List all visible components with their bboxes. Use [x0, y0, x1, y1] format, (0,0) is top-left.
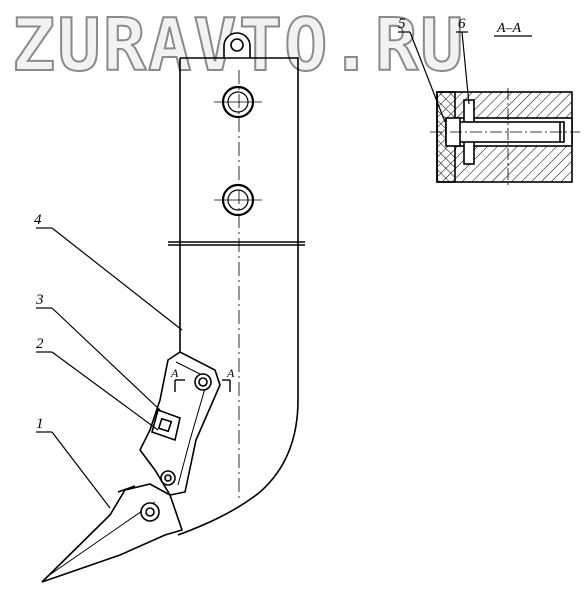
protective-plate [151, 408, 181, 442]
tooth-tip [41, 483, 184, 583]
ripper-shank [168, 32, 305, 536]
section-cut-markers [174, 379, 231, 392]
part-label-4: 4 [34, 212, 42, 228]
leader-lines [36, 31, 470, 509]
part-label-5: 5 [398, 16, 406, 32]
section-detail [430, 88, 580, 188]
part-label-1: 1 [36, 416, 44, 432]
section-marker-right: A [226, 366, 235, 380]
shank-guard [139, 351, 221, 496]
section-title: A–A [496, 21, 522, 36]
part-label-2: 2 [36, 336, 44, 352]
part-label-3: 3 [35, 292, 44, 308]
section-marker-left: A [170, 366, 179, 380]
part-label-6: 6 [458, 16, 466, 32]
